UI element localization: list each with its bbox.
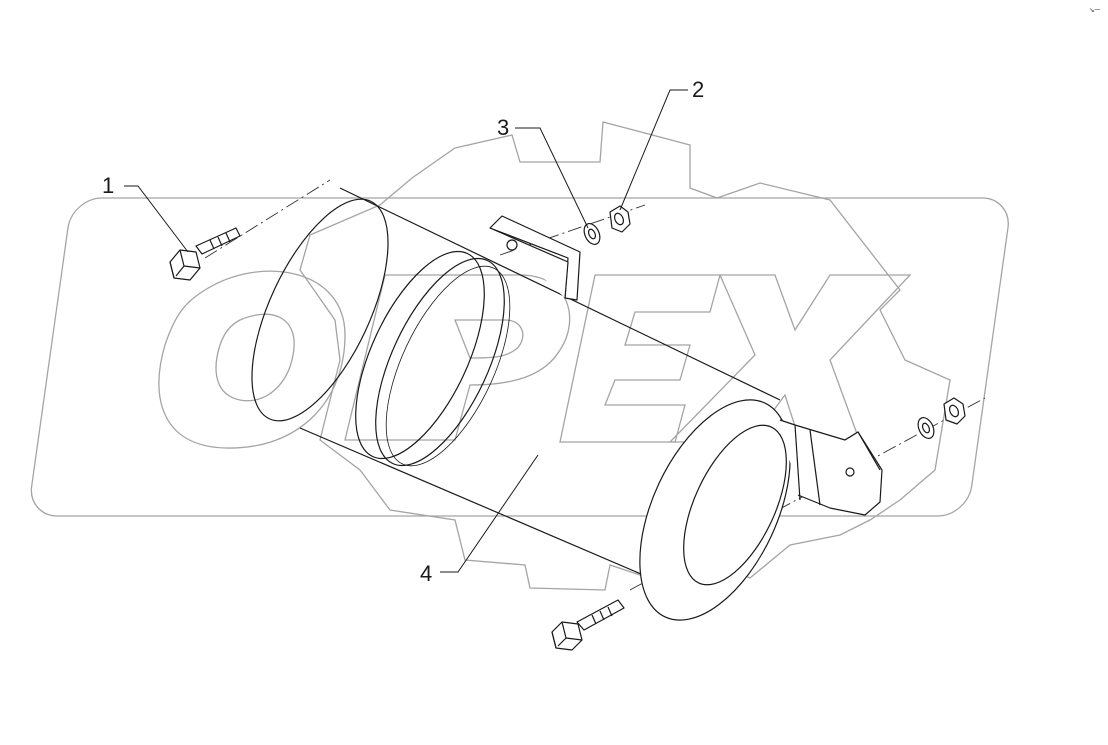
leader-line-4: [440, 454, 539, 573]
nut-right: [943, 397, 966, 425]
corner-mark: ↘—: [1089, 5, 1100, 15]
leader-line-3: [515, 127, 589, 229]
watermark-letter-p: [344, 274, 571, 441]
watermark-frame: [30, 197, 1009, 517]
callout-label-4: 4: [420, 561, 433, 586]
housing-end-cap: [251, 198, 389, 422]
leader-line-1: [124, 185, 189, 253]
callout-label-1: 1: [102, 173, 115, 198]
washer-right: [917, 417, 935, 439]
watermark-letter-e: [559, 274, 721, 443]
housing-front-end: [639, 399, 791, 621]
part-3-washer-top: [583, 223, 601, 245]
callout-label-3: 3: [497, 115, 510, 140]
leader-lines: [124, 89, 688, 573]
watermark-logo: [30, 121, 1009, 591]
callout-label-2: 2: [692, 77, 705, 102]
watermark-gear: [299, 121, 951, 591]
bolt-bottom: [551, 599, 625, 651]
part-1-bolt-top: [169, 227, 241, 281]
part-2-nut-top: [609, 205, 631, 233]
bracket-right: [779, 419, 883, 516]
watermark-letter-o: [158, 270, 346, 449]
housing-clamp-ring-right: [375, 257, 505, 467]
part-drawing: [169, 179, 986, 651]
part-4-housing: [251, 187, 791, 621]
leader-line-2: [619, 89, 688, 211]
bracket-top: [489, 215, 581, 301]
watermark-letter-x: [668, 274, 912, 443]
housing-clamp-ring-left: [355, 250, 485, 460]
